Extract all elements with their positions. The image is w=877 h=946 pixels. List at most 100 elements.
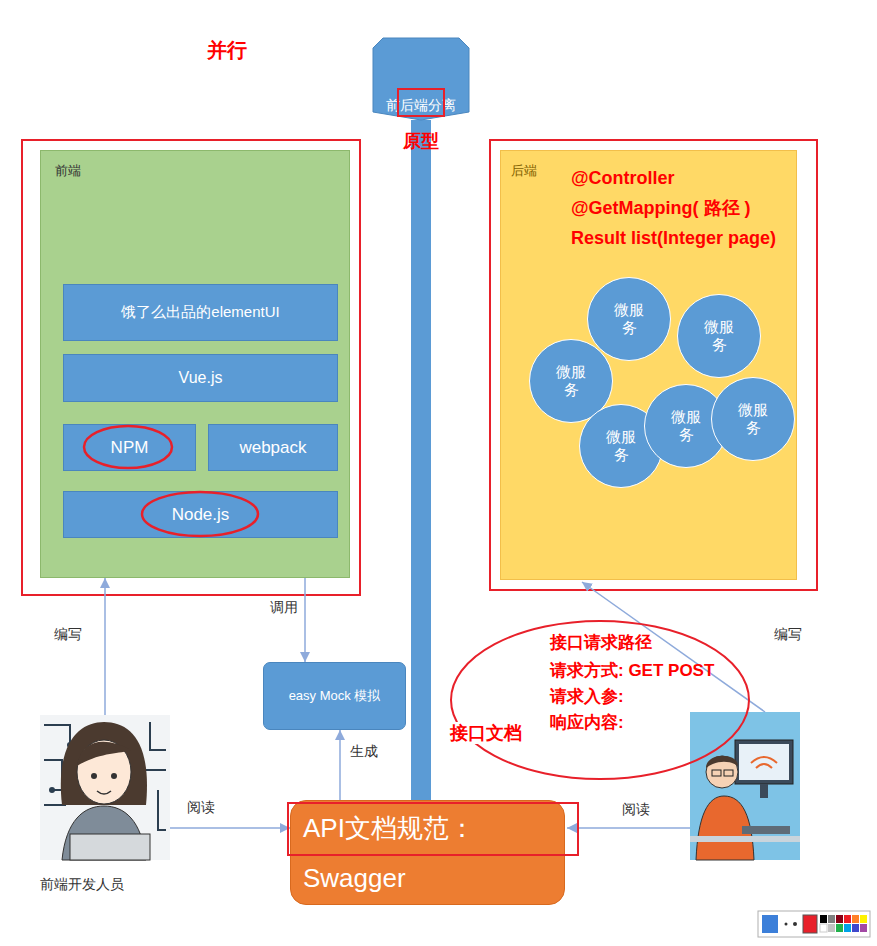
frontend-developer: 前端开发人员 [40, 715, 170, 860]
hand-circle [142, 492, 258, 536]
color-cell [836, 924, 843, 932]
figure-ground [40, 715, 170, 860]
tech-box-text: NPM [111, 438, 149, 458]
microservice-circle-text: 微服务 [737, 401, 769, 437]
tool-dot [793, 922, 797, 926]
highlight-box [398, 89, 444, 116]
separation-bar [411, 120, 431, 800]
color-cell [852, 915, 859, 923]
backend-panel-text: 后端 [511, 163, 537, 179]
microservice-circle-text: 微服务 [703, 318, 735, 354]
edge-label: 编写 [52, 625, 84, 643]
tech-box-text: Node.js [172, 505, 230, 525]
connector [170, 827, 290, 829]
color-current [803, 915, 817, 933]
tech-box: webpack [208, 424, 338, 471]
swagger-box-text: Swagger [303, 863, 406, 893]
note-label: 阅读 [620, 800, 652, 818]
desk [690, 836, 800, 842]
tech-box: Node.js [63, 491, 338, 538]
tech-box: Vue.js [63, 354, 338, 402]
monitor-stand [760, 784, 768, 798]
edge-label: 生成 [348, 742, 380, 760]
circuit-dot [49, 787, 55, 793]
color-cell [844, 915, 851, 923]
highlight-frame [22, 140, 360, 595]
microservice-circle-text: 微服务 [613, 301, 645, 337]
edge-label: 调用 [268, 598, 300, 616]
color-cell [820, 924, 827, 932]
banner-path [373, 38, 469, 120]
monitor [735, 740, 793, 784]
title-banner: 前后端分离原型 [373, 38, 469, 120]
microservice-circle-text: 微服务 [605, 428, 637, 464]
backend-panel-text: Result list(Integer page) [571, 227, 776, 249]
man-figure [690, 712, 800, 860]
color-cell [828, 915, 835, 923]
tool-button [762, 915, 778, 933]
mock-box: easy Mock 模拟 [263, 662, 406, 730]
tech-box-text: Vue.js [179, 369, 223, 387]
api-doc-callout-text: 响应内容: [550, 712, 624, 734]
paint-toolbar [758, 911, 870, 937]
tech-box-text: webpack [239, 438, 306, 458]
keyboard [742, 826, 790, 834]
title-banner-text: 原型 [373, 130, 469, 152]
color-cell [852, 924, 859, 932]
reading-arrow [567, 827, 690, 829]
figure-ground [690, 712, 800, 860]
microservice-circle: 微服务 [677, 294, 761, 378]
tool-dot [785, 923, 788, 926]
microservice-circle: 微服务 [711, 377, 795, 461]
fringe [77, 742, 131, 766]
connector [339, 730, 341, 800]
highlight-frame [490, 140, 817, 590]
hair [706, 756, 738, 768]
ellipse-path [451, 621, 749, 779]
hair [61, 722, 147, 805]
api-doc-callout-text: 请求方式: GET POST [550, 660, 714, 682]
color-cell [828, 924, 835, 932]
connector [104, 578, 106, 715]
mouth [97, 791, 111, 794]
note-label: 接口文档 [448, 722, 524, 744]
eye [111, 773, 117, 779]
frontend-developer-text: 前端开发人员 [40, 875, 124, 893]
edge-label: 阅读 [185, 798, 217, 816]
note-label: 并行 [207, 38, 247, 62]
highlight-box [288, 803, 578, 855]
hand-circle [84, 426, 172, 468]
face [77, 740, 131, 804]
color-cell [860, 915, 867, 923]
backend-panel-text: @GetMapping( 路径 ) [571, 197, 751, 219]
tech-box: 饿了么出品的elementUI [63, 284, 338, 341]
toolbar-frame [758, 911, 870, 937]
swagger-box: API文档规范： Swagger [290, 800, 565, 905]
laptop [70, 834, 150, 860]
api-doc-callout: 接口请求路径请求方式: GET POST 请求入参: 响应内容: [450, 620, 750, 780]
mock-box-text: easy Mock 模拟 [289, 687, 381, 705]
frontend-panel: 前端饿了么出品的elementUI Vue.jsNPM webpackNode.js [40, 150, 350, 578]
color-cell [820, 915, 827, 923]
woman-figure [40, 715, 170, 860]
backend-panel-text: @Controller [571, 167, 675, 189]
color-cell [836, 915, 843, 923]
api-doc-callout-text: 请求入参: [550, 686, 624, 708]
tech-box-text: 饿了么出品的elementUI [121, 303, 279, 322]
color-cell [860, 924, 867, 932]
note-label: 编写 [772, 625, 804, 643]
backend-panel: 后端 @Controller @GetMapping( 路径 ) Result lis… [500, 150, 797, 580]
microservice-circle-text: 微服务 [555, 363, 587, 399]
eye [91, 773, 97, 779]
title-banner-text: 前后端分离 [373, 96, 469, 114]
signal-arcs [751, 757, 777, 768]
swagger-box-text: API文档规范： [303, 813, 475, 843]
api-doc-callout-text: 接口请求路径 [550, 632, 652, 654]
frontend-panel-text: 前端 [55, 163, 81, 179]
microservice-circle: 微服务 [587, 277, 671, 361]
color-cell [844, 924, 851, 932]
glasses [724, 770, 733, 776]
connector [304, 578, 306, 662]
tech-box: NPM [63, 424, 196, 471]
